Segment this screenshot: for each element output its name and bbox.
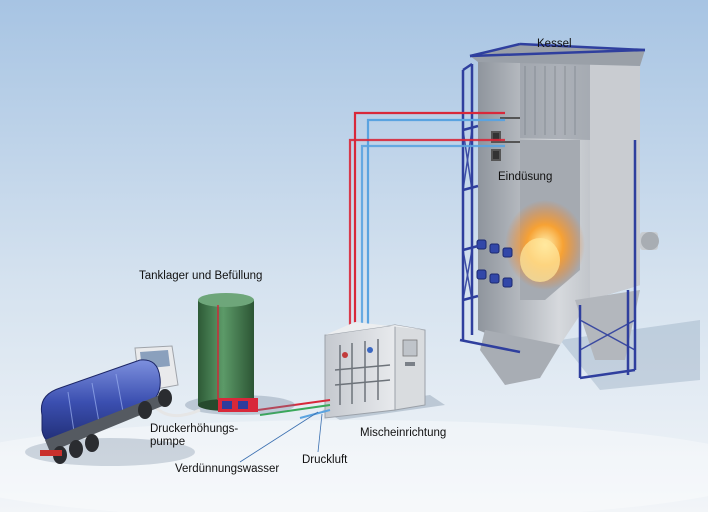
mixing-unit <box>322 322 445 420</box>
label-compressed-air: Druckluft <box>302 454 348 466</box>
ground-shadow <box>0 420 708 517</box>
storage-tank <box>185 293 295 415</box>
label-boiler: Kessel <box>537 38 572 50</box>
boiler <box>459 42 700 390</box>
label-booster-pump: Druckerhöhungs- pumpe <box>150 423 239 448</box>
boiler-hopper <box>480 330 560 385</box>
pipes-to-boiler <box>348 111 505 330</box>
label-dilution-water: Verdünnungswasser <box>175 463 280 475</box>
booster-pump <box>218 398 258 412</box>
leader-lines <box>239 411 323 463</box>
label-tank-storage: Tanklager und Befüllung <box>139 270 263 282</box>
label-mixing-unit: Mischeinrichtung <box>360 427 447 439</box>
injection-lances <box>491 117 520 161</box>
burner-group <box>476 239 513 288</box>
steel-frame <box>459 42 646 380</box>
label-injection: Eindüsung <box>498 171 553 183</box>
tanker-truck <box>25 345 195 466</box>
